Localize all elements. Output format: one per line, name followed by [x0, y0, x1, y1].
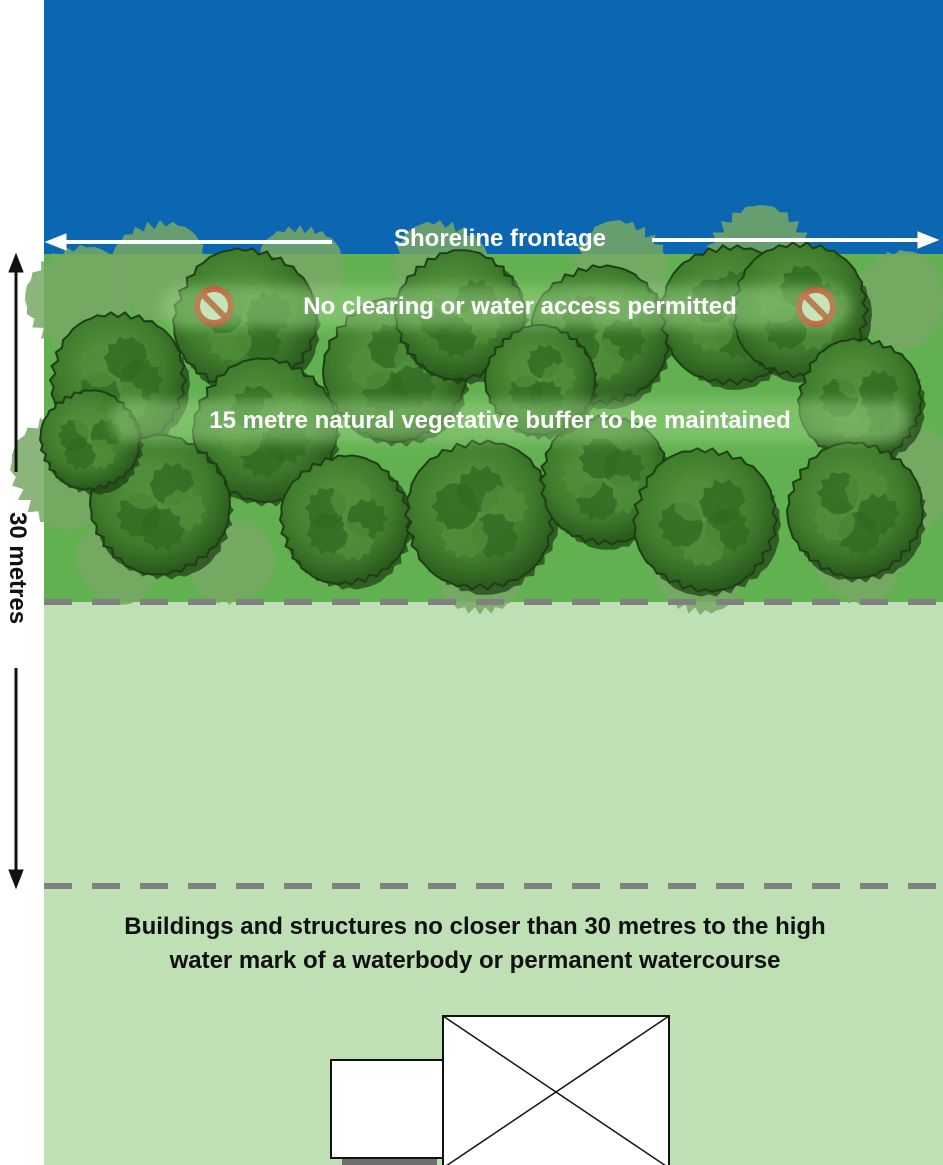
- building-footprint-icon: [330, 1015, 670, 1165]
- setback-label-line-2: water mark of a waterbody or permanent w…: [169, 947, 781, 974]
- shrub-icon: [850, 250, 943, 350]
- tree-canopy-icon: [631, 447, 781, 597]
- frontage-arrow: [44, 231, 940, 251]
- setback-label-line-1: Buildings and structures no closer than …: [124, 913, 826, 940]
- setback-label: Buildings and structures no closer than …: [50, 910, 900, 978]
- buffer-label: 15 metre natural vegetative buffer to be…: [209, 407, 791, 434]
- label-glow: [110, 400, 910, 442]
- tree-canopy-icon: [403, 439, 559, 595]
- tree-canopy-icon: [278, 454, 414, 590]
- shoreline-frontage-label: Shoreline frontage: [393, 225, 607, 252]
- tree-canopy-icon: [785, 441, 927, 583]
- water-body: [44, 0, 943, 254]
- distance-label: 30 metres: [2, 512, 32, 625]
- no-clearing-label: No clearing or water access permitted: [303, 293, 737, 320]
- label-glow: [160, 286, 850, 328]
- distance-arrow: [8, 252, 24, 890]
